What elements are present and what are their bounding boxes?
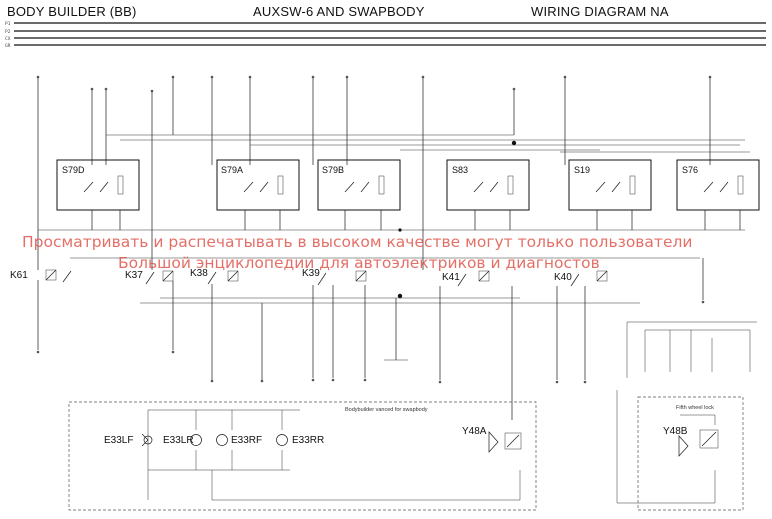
valve-y48a-label: Y48A — [462, 426, 487, 437]
relay-k39-label: K39 — [302, 268, 320, 279]
header-center-title: AUXSW-6 AND SWAPBODY — [253, 4, 425, 19]
top-feed-wires — [36, 75, 712, 270]
header-left-title: BODY BUILDER (BB) — [7, 4, 137, 19]
relay-k37: K37 — [125, 270, 174, 350]
switch-s76-label: S76 — [682, 165, 698, 175]
relay-k38: K38 — [190, 268, 239, 380]
lamp-e33rr: E33RR — [276, 434, 324, 446]
switch-s79a: S79A — [216, 159, 300, 230]
lamp-e33lr-label: E33LR — [163, 435, 194, 446]
relay-k61-label: K61 — [10, 270, 28, 281]
rail-label-cx: CX — [5, 36, 11, 42]
fifth-wheel-area: Fifth wheel lock — [616, 390, 744, 511]
lamp-e33rf: E33RF — [216, 434, 262, 446]
switch-s19-label: S19 — [574, 165, 590, 175]
switch-s76: S76 — [676, 159, 760, 230]
rail-label-gr: GR — [5, 43, 11, 49]
lamp-e33lf: E33LF — [104, 433, 153, 447]
swapbody-area-label: Bodybuilder vanced for swapbody — [345, 407, 428, 413]
watermark-line-1: Просматривать и распечатывать в высоком … — [22, 233, 693, 251]
switch-s79a-label: S79A — [221, 165, 243, 175]
swapbody-area: Bodybuilder vanced for swapbody — [68, 401, 537, 511]
lamp-e33rf-label: E33RF — [231, 435, 262, 446]
header-right-title: WIRING DIAGRAM NA — [531, 4, 669, 19]
relay-k41: K41 — [439, 270, 513, 420]
lamp-e33lr: E33LR — [163, 434, 202, 446]
switch-s83-label: S83 — [452, 165, 468, 175]
rail-label-p1: P1 — [5, 21, 11, 27]
relay-k41-label: K41 — [442, 272, 460, 283]
lamp-e33rr-label: E33RR — [292, 435, 324, 446]
relay-k38-label: K38 — [190, 268, 208, 279]
supply-rails: P1 P2 CX GR — [5, 21, 766, 49]
relay-k40-label: K40 — [554, 272, 572, 283]
watermark-line-2: Большой энциклопедии для автоэлектриков … — [118, 254, 600, 272]
rail-label-p2: P2 — [5, 29, 11, 35]
valve-y48b-label: Y48B — [663, 426, 688, 437]
switch-s79d: S79D — [56, 159, 140, 230]
switch-s79d-label: S79D — [62, 165, 85, 175]
switch-s83: S83 — [446, 159, 530, 230]
relay-k37-label: K37 — [125, 270, 143, 281]
lamp-e33lf-label: E33LF — [104, 435, 133, 446]
lower-drop-wires — [36, 258, 757, 384]
relay-k39: K39 — [302, 268, 367, 378]
fifth-wheel-area-label: Fifth wheel lock — [676, 405, 714, 411]
relay-k40: K40 — [554, 270, 608, 380]
valve-y48b: Y48B — [663, 426, 719, 457]
switch-s79b-label: S79B — [322, 165, 344, 175]
valve-y48a: Y48A — [462, 426, 522, 453]
relay-k61: K61 — [10, 269, 72, 350]
switch-s19: S19 — [568, 159, 652, 230]
switch-s79b: S79B — [317, 159, 401, 230]
